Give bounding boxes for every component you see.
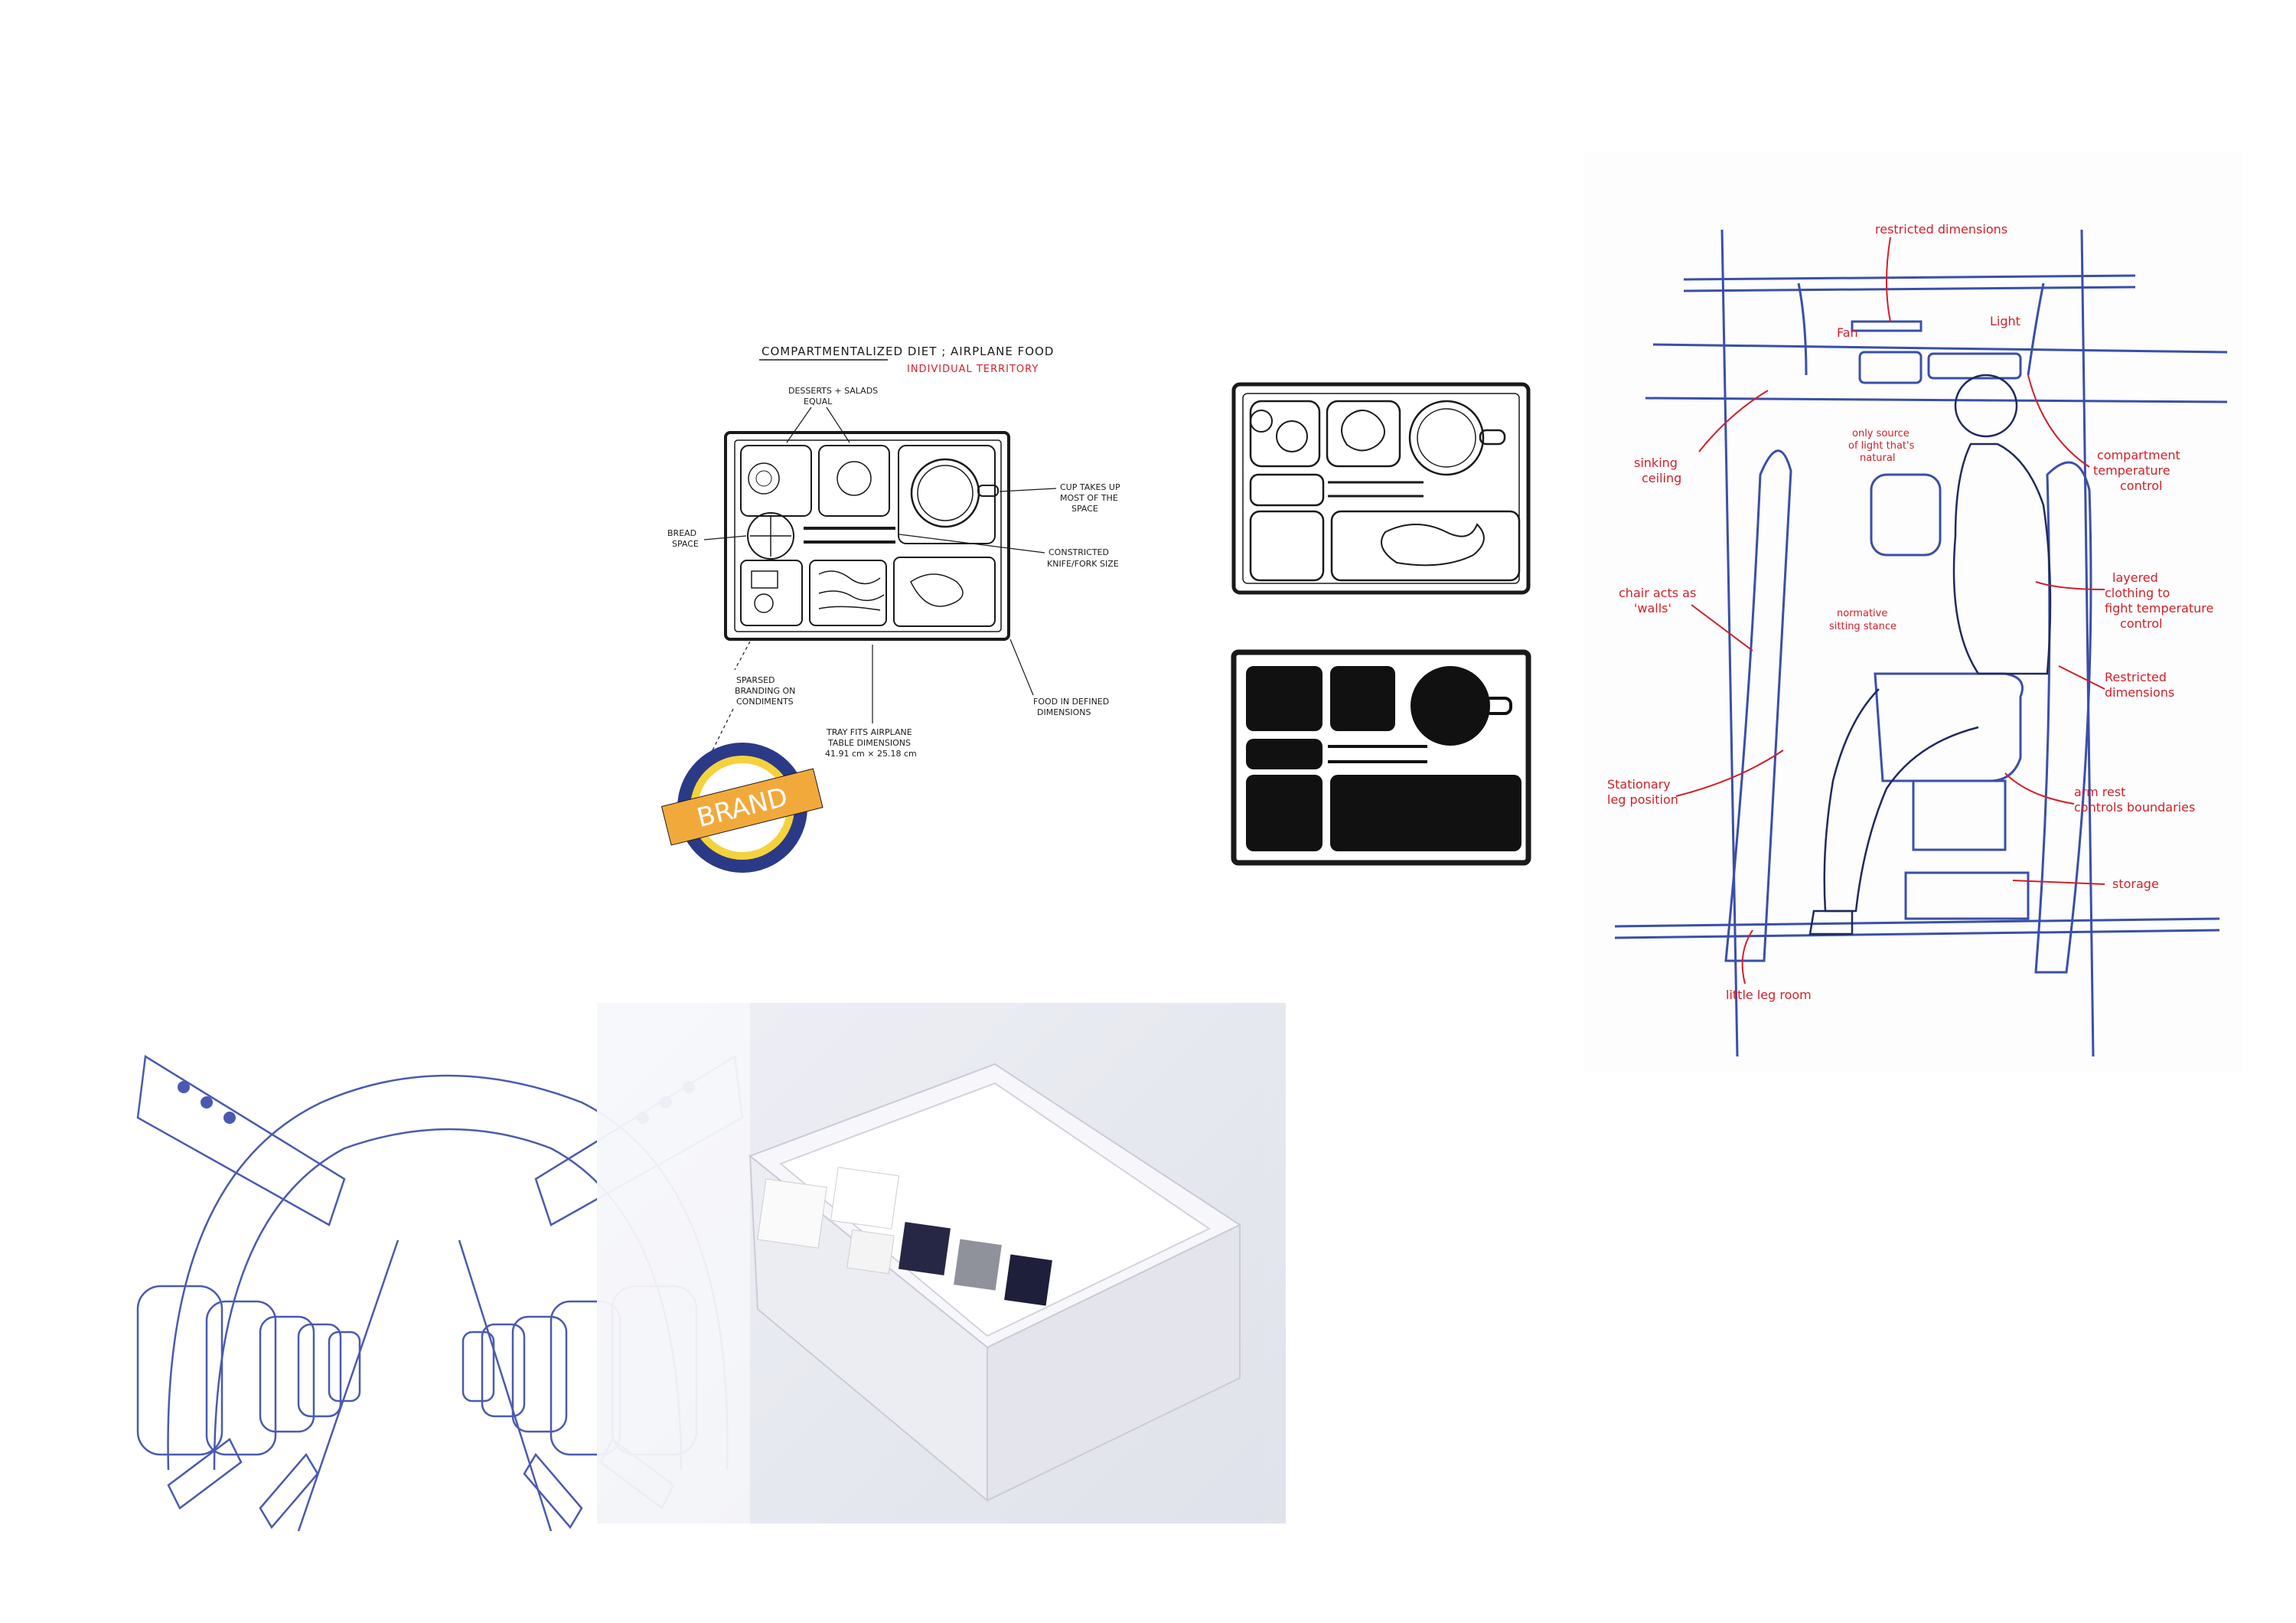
outline-tray-panel xyxy=(1225,375,1538,605)
note-food-2: DIMENSIONS xyxy=(1037,707,1091,717)
note-branding-3: CONDIMENTS xyxy=(736,697,794,707)
note-restricted-top: restricted dimensions xyxy=(1875,222,2007,237)
note-compartment-2: temperature xyxy=(2093,463,2170,478)
note-armrest-2: controls boundaries xyxy=(2074,800,2195,815)
note-only-3: natural xyxy=(1860,452,1895,464)
note-legroom: little leg room xyxy=(1726,988,1812,1002)
note-tray-2: TABLE DIMENSIONS xyxy=(827,738,911,748)
note-storage: storage xyxy=(2112,877,2159,891)
note-desserts-2: EQUAL xyxy=(804,397,833,407)
note-tray-1: TRAY FITS AIRPLANE xyxy=(826,727,912,737)
tray-sketch-panel: COMPARTMENTALIZED DIET ; AIRPLANE FOOD I… xyxy=(628,329,1179,880)
tray-subtitle: INDIVIDUAL TERRITORY xyxy=(907,364,1039,375)
note-compartment-1: compartment xyxy=(2097,448,2180,462)
note-normative-2: sitting stance xyxy=(1829,621,1896,632)
note-chair-2: 'walls' xyxy=(1634,601,1671,616)
box-illustration xyxy=(748,1063,1242,1503)
note-desserts: DESSERTS + SALADS xyxy=(788,386,878,396)
note-compartment-3: control xyxy=(2120,478,2162,493)
note-layered-2: clothing to xyxy=(2105,586,2170,600)
note-stationary-1: Stationary xyxy=(1607,777,1671,792)
note-bread: BREAD xyxy=(667,528,696,538)
note-chair-1: chair acts as xyxy=(1619,586,1696,600)
white-swatch-2 xyxy=(830,1167,900,1229)
note-restricted-side-2: dimensions xyxy=(2105,685,2174,700)
note-sinking-1: sinking xyxy=(1634,456,1678,470)
cabin-seat-panel: restricted dimensions Fan Light sinking … xyxy=(1584,153,2242,1072)
outline-tray xyxy=(1231,382,1531,595)
white-felt-swatch xyxy=(757,1178,827,1249)
note-branding-1: SPARSED xyxy=(736,675,775,685)
note-cup-3: SPACE xyxy=(1071,504,1098,514)
note-cutlery-2: KNIFE/FORK SIZE xyxy=(1047,559,1119,569)
note-food-1: FOOD IN DEFINED xyxy=(1033,697,1109,707)
note-bread-2: SPACE xyxy=(672,539,699,549)
note-cutlery-1: CONSTRICTED xyxy=(1049,547,1109,557)
note-branding-2: BRANDING ON xyxy=(735,686,795,696)
note-layered-3: fight temperature xyxy=(2105,601,2213,616)
white-swatch-3 xyxy=(846,1229,895,1275)
photo-overlay-left xyxy=(597,1003,750,1523)
note-layered-1: layered xyxy=(2112,570,2158,585)
box-photo xyxy=(597,1003,1286,1523)
tray-sketch: COMPARTMENTALIZED DIET ; AIRPLANE FOOD I… xyxy=(660,345,1120,873)
note-fan: Fan xyxy=(1837,325,1858,340)
filled-tray-panel xyxy=(1225,643,1538,873)
note-sinking-2: ceiling xyxy=(1642,471,1681,485)
note-layered-4: control xyxy=(2120,616,2162,631)
note-light: Light xyxy=(1990,314,2020,328)
note-armrest-1: arm rest xyxy=(2074,785,2125,799)
note-normative-1: normative xyxy=(1837,608,1887,619)
cabin-seat-sketch: restricted dimensions Fan Light sinking … xyxy=(1607,222,2228,1057)
note-cup-1: CUP TAKES UP xyxy=(1060,482,1120,492)
note-only-1: only source xyxy=(1852,428,1910,439)
navy-swatch xyxy=(898,1222,951,1275)
note-stationary-2: leg position xyxy=(1607,792,1678,807)
filled-tray xyxy=(1231,649,1531,866)
note-tray-3: 41.91 cm × 25.18 cm xyxy=(825,749,917,759)
dark-swatch xyxy=(1004,1254,1052,1306)
note-cup-2: MOST OF THE xyxy=(1060,493,1118,503)
note-restricted-side-1: Restricted xyxy=(2105,670,2167,684)
brand-logo: BRAND xyxy=(660,743,823,873)
grey-swatch xyxy=(954,1239,1002,1291)
tray-title: COMPARTMENTALIZED DIET ; AIRPLANE FOOD xyxy=(762,345,1054,358)
note-only-2: of light that's xyxy=(1848,440,1915,452)
